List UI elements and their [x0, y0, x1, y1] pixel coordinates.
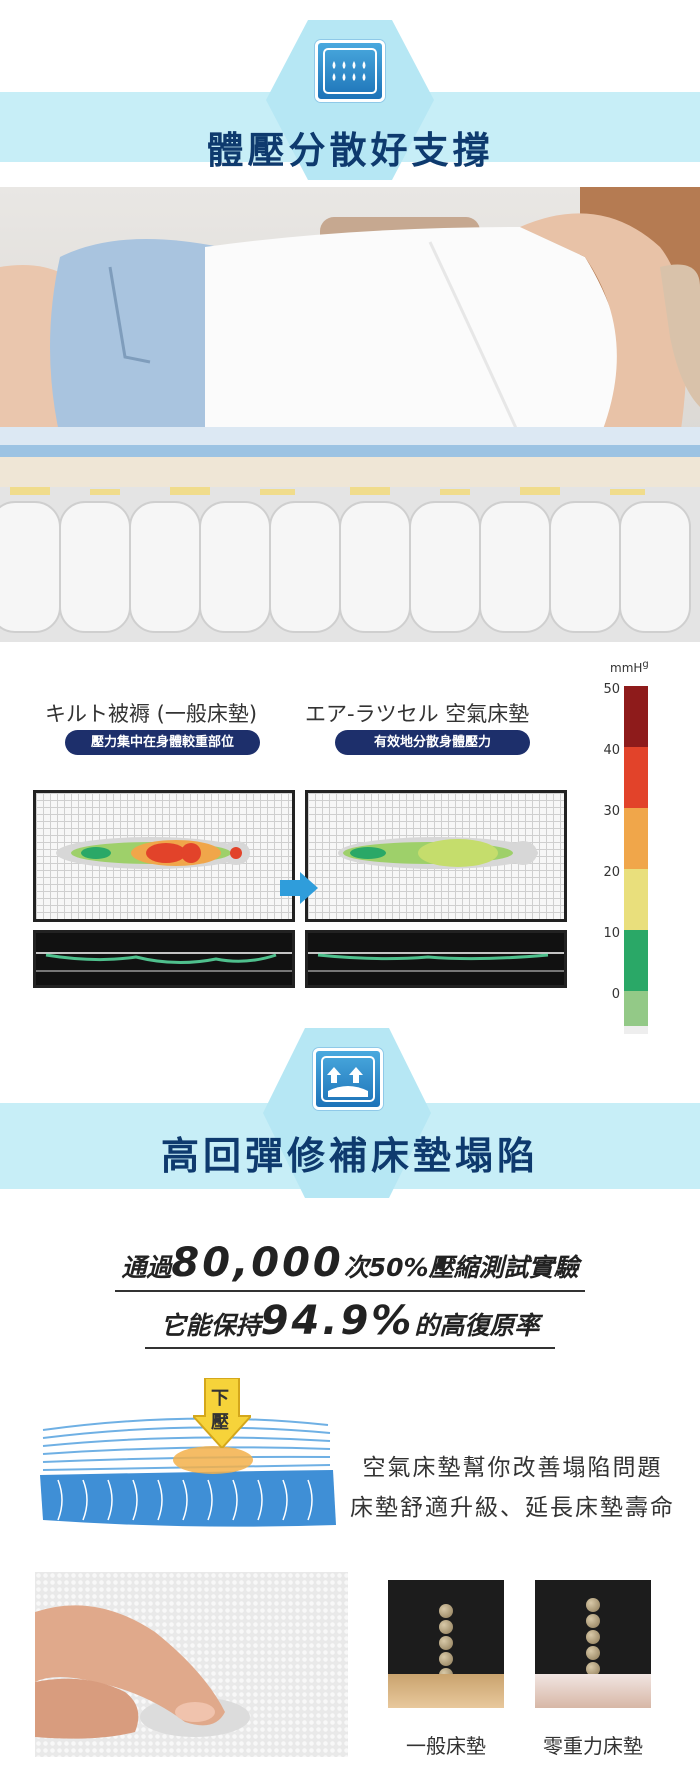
- scale-tick-40: 40: [603, 743, 620, 758]
- ball-2: [439, 1620, 453, 1634]
- right-badge: 有效地分散身體壓力: [335, 730, 530, 755]
- scale-seg-2: [624, 747, 648, 808]
- ball-3: [586, 1630, 600, 1644]
- scale-unit: mmHg: [610, 659, 649, 675]
- zero-gravity-mattress-demo: [535, 1580, 651, 1708]
- scale-tick-30: 30: [603, 804, 620, 819]
- section1-title: 體壓分散好支撐: [206, 129, 494, 172]
- mattress-layers-illustration: [38, 1380, 338, 1549]
- zero-gravity-mattress-label: 零重力床墊: [543, 1734, 643, 1758]
- claim1-underline: [115, 1290, 585, 1292]
- press-label-1: 下: [211, 1388, 229, 1409]
- scale-seg-4: [624, 869, 648, 930]
- finger-pressing-mattress-photo: [35, 1572, 348, 1757]
- left-pressure-map: [33, 790, 295, 922]
- scale-tick-50: 50: [603, 682, 620, 697]
- left-badge: 壓力集中在身體較重部位: [65, 730, 260, 755]
- press-down-arrow-icon: [190, 1377, 254, 1452]
- ball-1: [586, 1598, 600, 1612]
- arrow-right-icon: [280, 872, 318, 908]
- scale-tick-0: 0: [611, 987, 620, 1002]
- scale-seg-5: [624, 930, 648, 991]
- compression-test-claim: 通過80,000次50%壓縮測試實驗: [121, 1240, 579, 1286]
- section2-title: 高回彈修補床墊塌陷: [160, 1134, 539, 1178]
- woman-lying-on-mattress-photo: [0, 187, 700, 642]
- scale-seg-6: [624, 991, 648, 1026]
- scale-tick-20: 20: [603, 865, 620, 880]
- rebound-arrows-icon: [313, 1048, 383, 1110]
- claim2-underline: [145, 1347, 555, 1349]
- desc-line-2: 床墊舒適升級、延長床墊壽命: [350, 1495, 675, 1521]
- scale-seg-7: [624, 1026, 648, 1034]
- pressure-dispersion-icon: [315, 40, 385, 102]
- ball-3: [439, 1636, 453, 1650]
- scale-seg-3: [624, 808, 648, 869]
- regular-mattress-label: 一般床墊: [406, 1734, 486, 1758]
- right-pressure-strip: [305, 930, 567, 988]
- right-pressure-map: [305, 790, 567, 922]
- ball-2: [586, 1614, 600, 1628]
- regular-mattress-block: [388, 1674, 504, 1708]
- zero-gravity-mattress-block: [535, 1674, 651, 1708]
- left-pressure-strip: [33, 930, 295, 988]
- quilt-mattress-title: キルト被褥 (一般床墊): [45, 702, 258, 726]
- scale-seg-1: [624, 686, 648, 747]
- desc-line-1: 空氣床墊幫你改善塌陷問題: [362, 1455, 663, 1481]
- recovery-rate-claim: 它能保持94.9%的高復原率: [160, 1298, 540, 1344]
- regular-mattress-demo: [388, 1580, 504, 1708]
- scale-tick-10: 10: [603, 926, 620, 941]
- ball-4: [586, 1646, 600, 1660]
- air-mattress-title: エア-ラツセル 空氣床墊: [305, 702, 530, 726]
- ball-5: [586, 1662, 600, 1676]
- ball-1: [439, 1604, 453, 1618]
- improvement-description: 空氣床墊幫你改善塌陷問題 床墊舒適升級、延長床墊壽命: [340, 1448, 685, 1528]
- ball-4: [439, 1652, 453, 1666]
- press-label-2: 壓: [211, 1412, 229, 1433]
